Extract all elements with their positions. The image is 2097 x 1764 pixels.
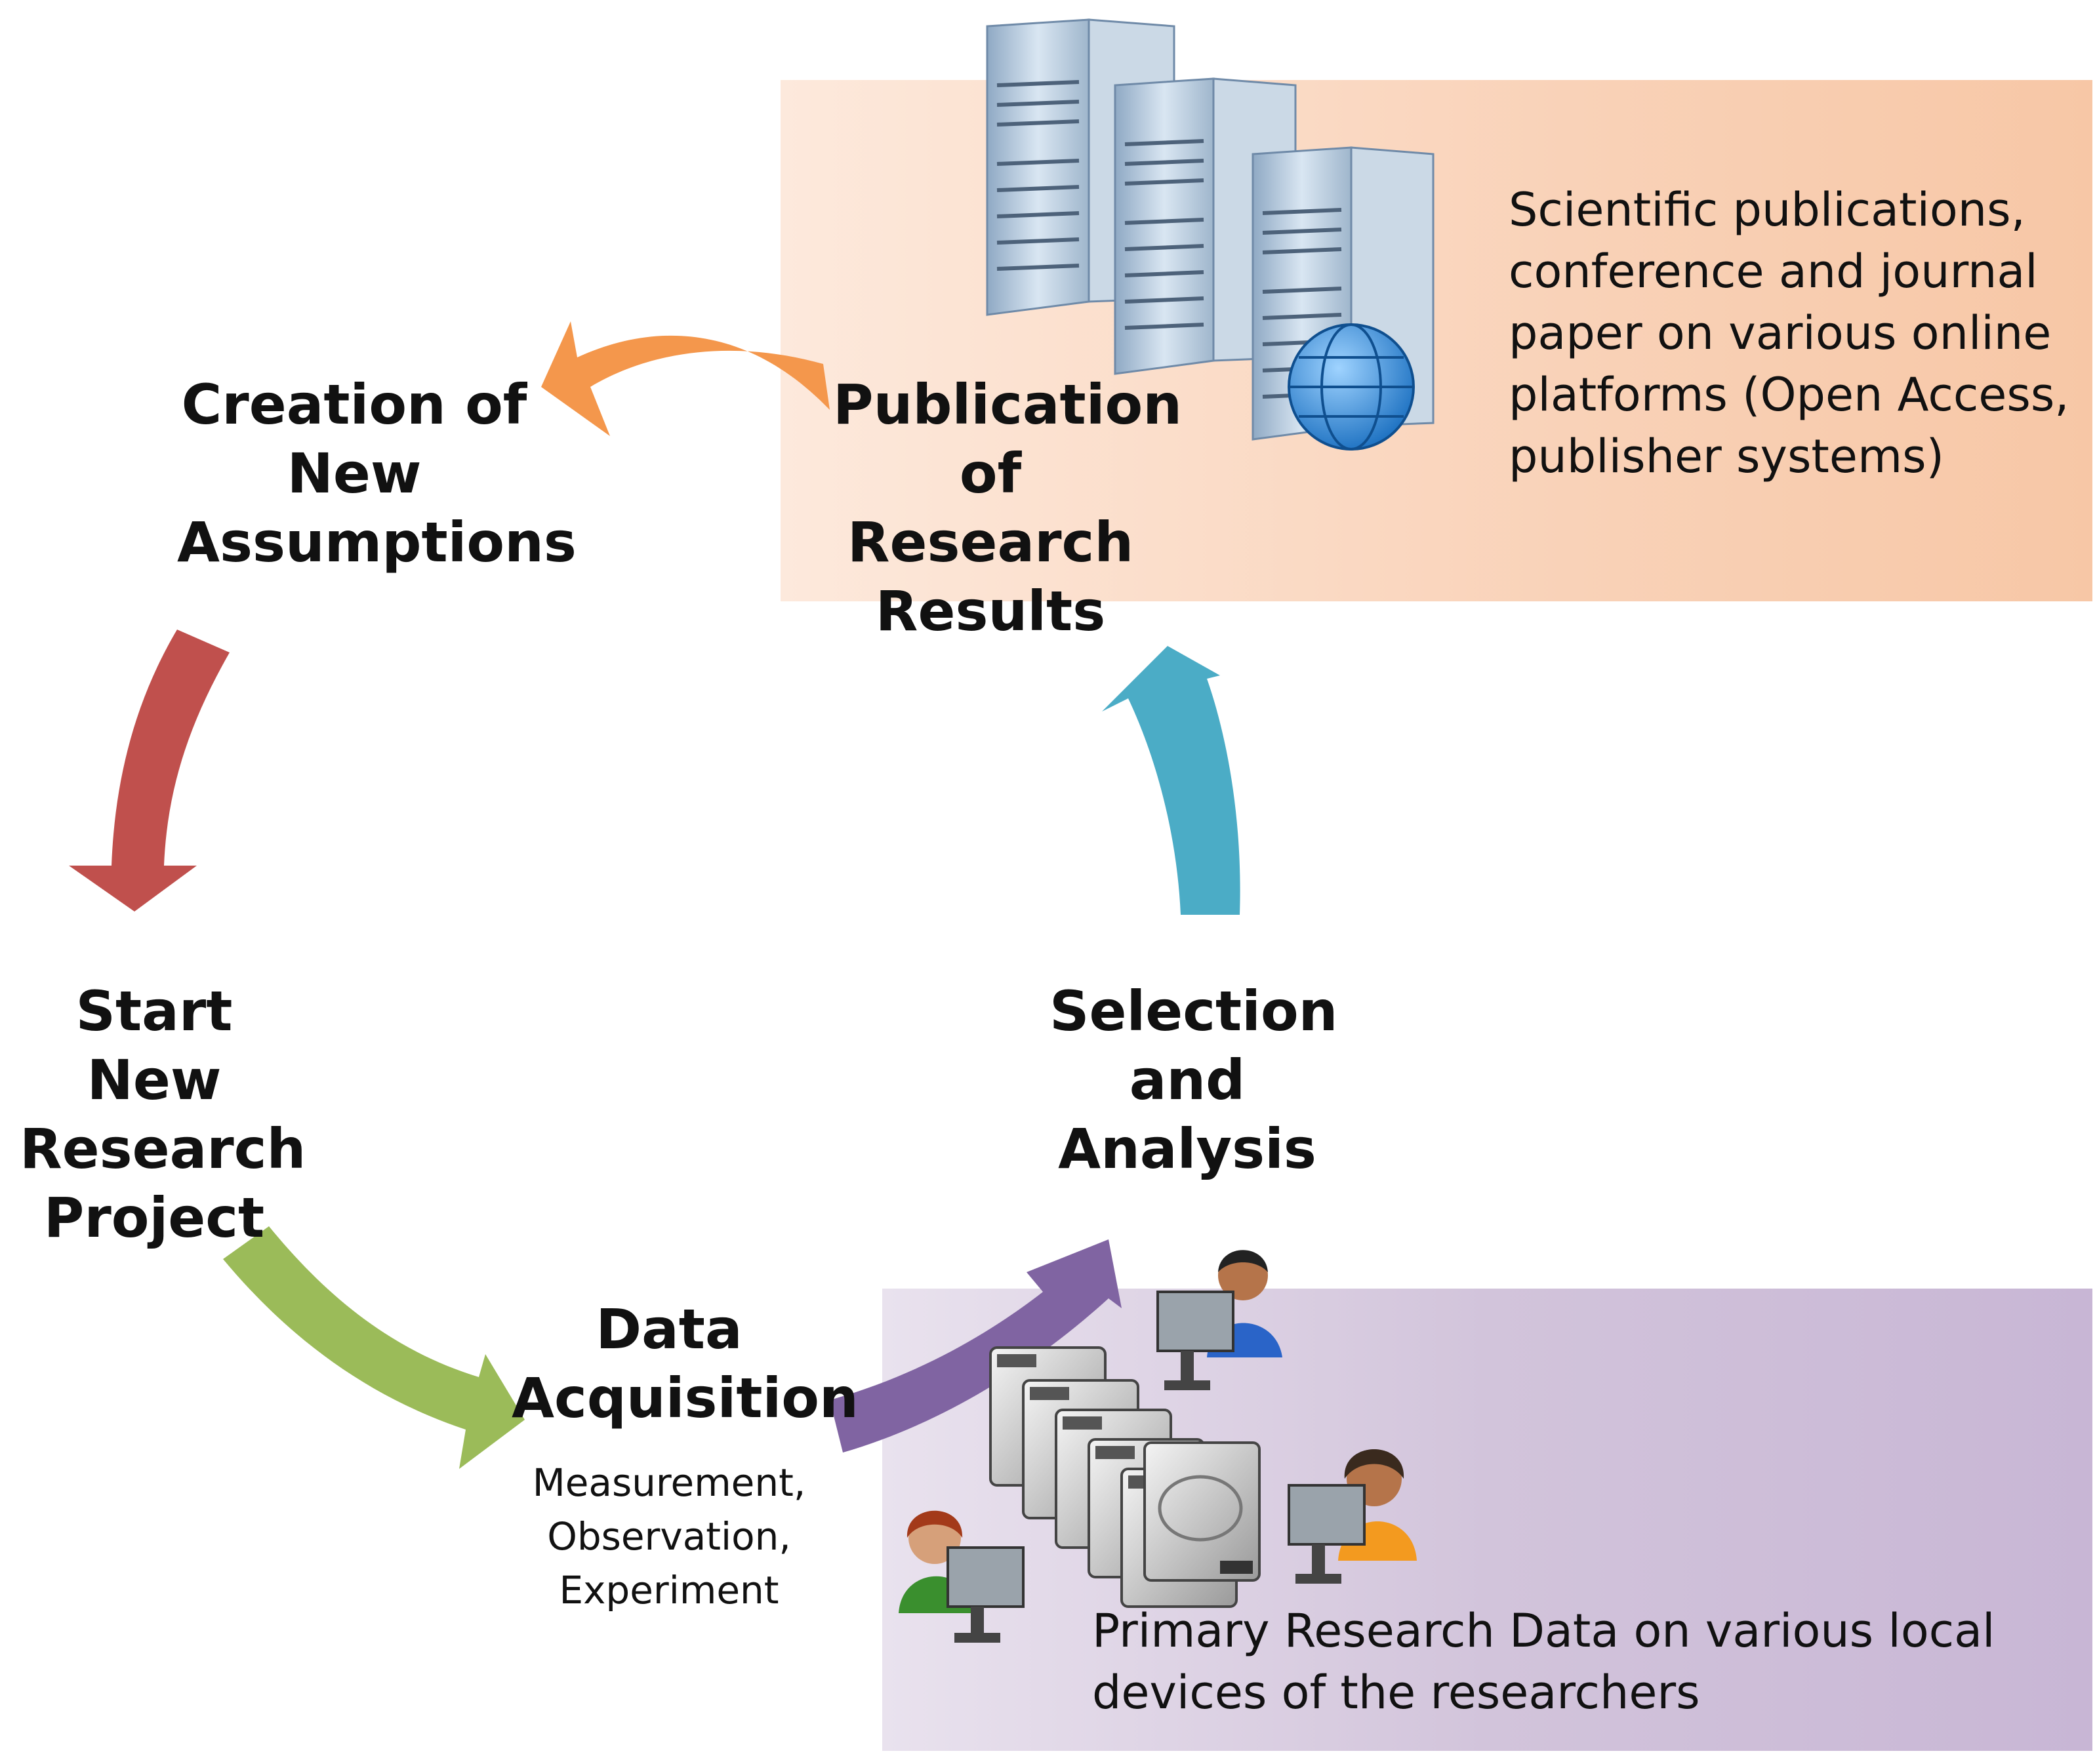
arrow-start-to-acquisition <box>223 1226 525 1469</box>
research-data-description: Primary Research Data on various local d… <box>1092 1604 1995 1719</box>
hard-drive-icon <box>1143 1441 1261 1582</box>
arrow-selection-to-publication <box>1102 646 1240 915</box>
step-publication-label: Publication of Research Results <box>833 372 1183 643</box>
step-acquisition-label: Data Acquisition <box>512 1297 859 1430</box>
arrow-publication-to-creation <box>541 321 830 436</box>
globe-icon <box>1288 323 1415 451</box>
step-selection-label: Selection and Analysis <box>1049 979 1338 1181</box>
publication-description: Scientific publications, conference and … <box>1509 183 2069 483</box>
researcher-computer-icon <box>1288 1449 1417 1584</box>
acquisition-methods-label: Measurement, Observation, Experiment <box>532 1460 806 1613</box>
arrow-creation-to-start <box>69 630 230 912</box>
arrow-acquisition-to-selection <box>830 1239 1122 1453</box>
step-creation-label: Creation of New Assumptions <box>177 372 577 574</box>
researcher-computer-icon <box>899 1510 1025 1643</box>
step-start-label: Start New Research Project <box>20 979 306 1250</box>
researcher-computer-icon <box>1156 1250 1282 1390</box>
